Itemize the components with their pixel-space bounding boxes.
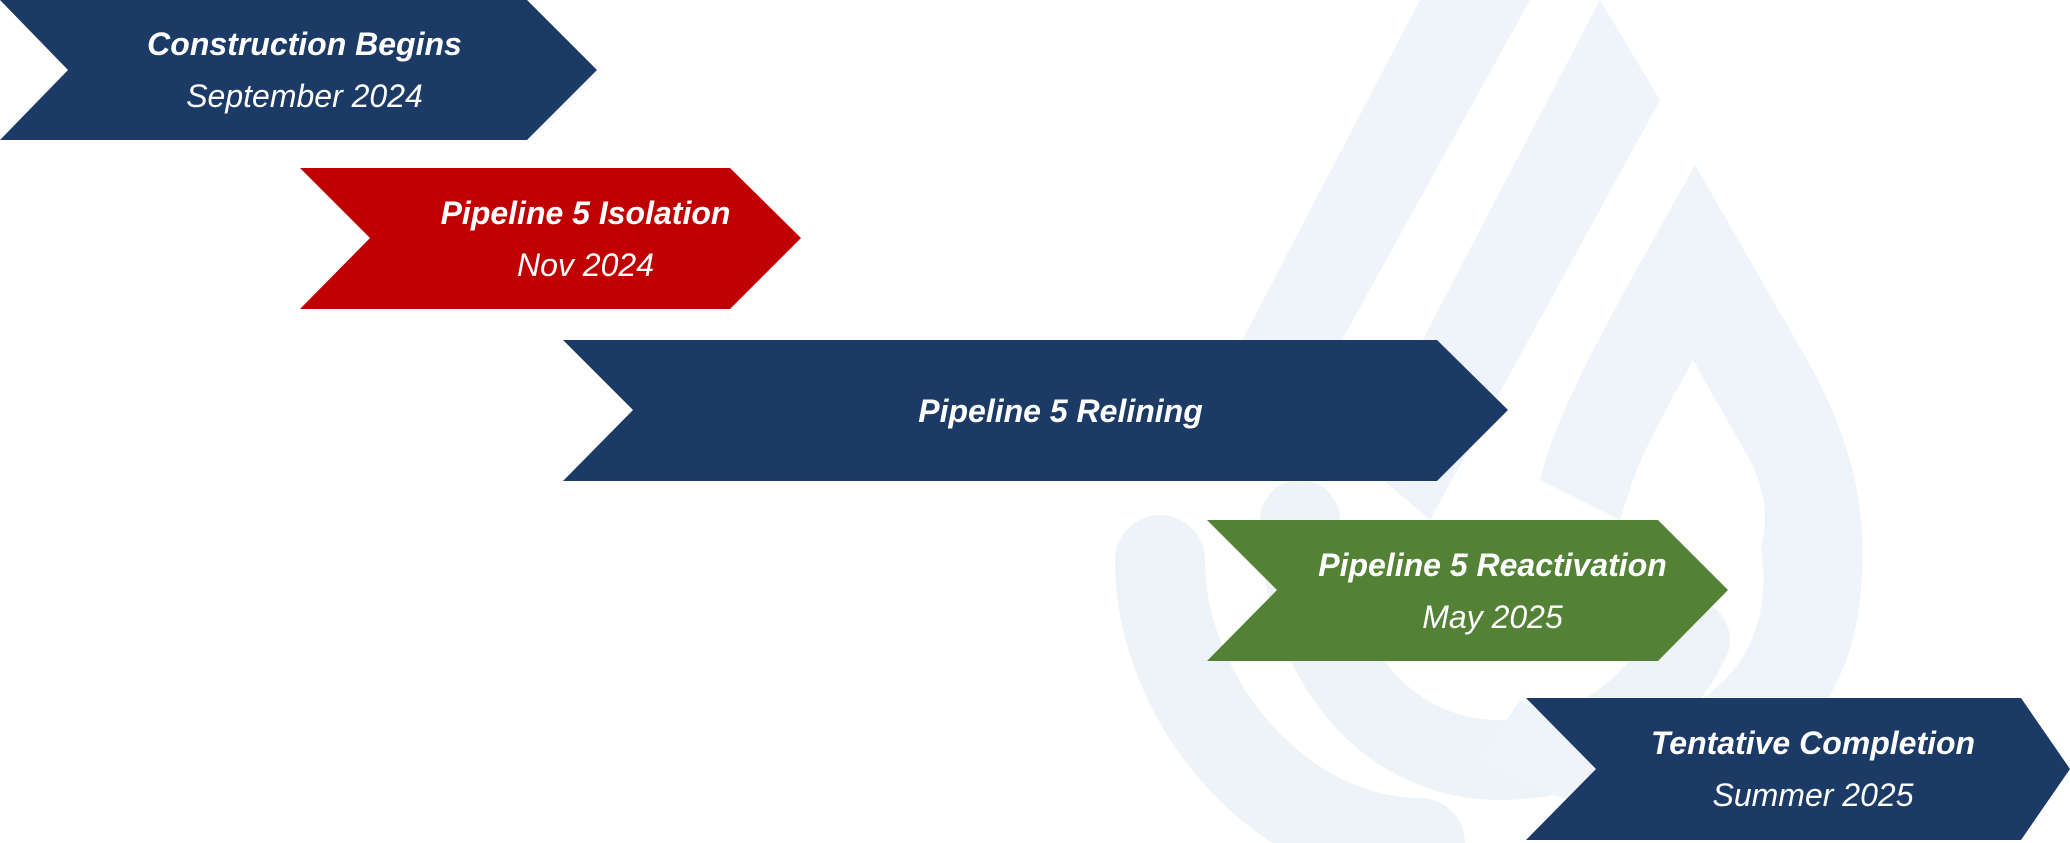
milestone-pipeline-relining: Pipeline 5 Relining: [563, 340, 1508, 481]
milestone-pipeline-reactivation: Pipeline 5 Reactivation May 2025: [1207, 520, 1728, 661]
milestone-title: Pipeline 5 Relining: [918, 392, 1203, 429]
milestone-title: Pipeline 5 Isolation: [440, 194, 731, 231]
milestone-pipeline-isolation: Pipeline 5 Isolation Nov 2024: [300, 168, 801, 309]
milestone-tentative-completion: Tentative Completion Summer 2025: [1526, 698, 2070, 840]
milestone-date: May 2025: [1422, 598, 1563, 635]
milestone-date: Nov 2024: [517, 246, 654, 283]
milestone-date: September 2024: [186, 78, 423, 114]
milestone-title: Construction Begins: [147, 26, 462, 62]
milestone-title: Tentative Completion: [1650, 725, 1976, 761]
milestone-construction-begins: Construction Begins September 2024: [0, 0, 597, 140]
milestone-title: Pipeline 5 Reactivation: [1318, 546, 1667, 583]
milestone-date: Summer 2025: [1712, 777, 1914, 813]
